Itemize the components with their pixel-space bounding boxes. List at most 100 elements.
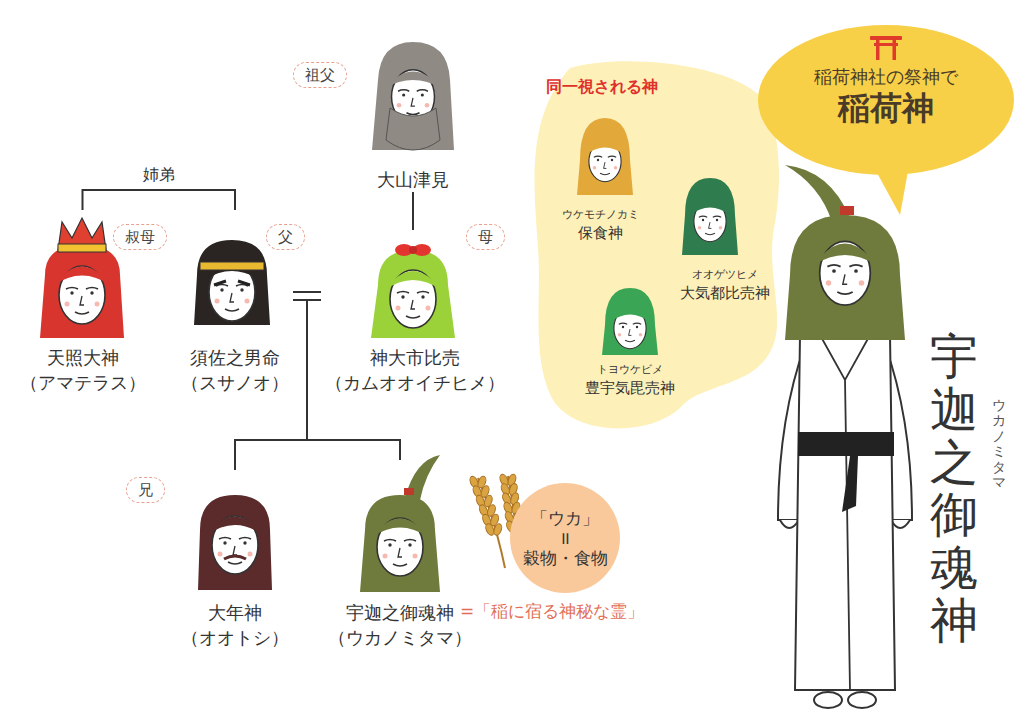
deity-figure: 須佐之男命（スサノオ） xyxy=(177,210,293,395)
amaterasu-figure-part xyxy=(54,267,110,286)
ukanomitama-small-figure xyxy=(360,455,440,592)
node-text: （アマテラス） xyxy=(20,371,146,395)
node-text: オオゲツヒメ xyxy=(692,268,758,283)
node-text: トヨウケビメ xyxy=(597,363,663,378)
family-line xyxy=(412,192,414,230)
node-text: 稲荷神 xyxy=(838,89,934,127)
node-text: 同一視される神 xyxy=(546,76,658,98)
grain xyxy=(492,523,503,537)
deity-figure: 天照大神（アマテラス） xyxy=(16,210,150,395)
vertical-title: ウカノミタマ xyxy=(992,398,1006,490)
node-text: 祖父 xyxy=(305,65,335,85)
torii-post xyxy=(876,39,880,60)
node-text: 母 xyxy=(478,227,493,247)
ukanomitama-large-figure-part xyxy=(798,432,894,456)
relation-tag: 叔母 xyxy=(113,224,167,250)
ootoshi-figure-part xyxy=(207,517,263,536)
amaterasu-figure-part xyxy=(58,244,106,252)
susanoo-figure-part xyxy=(194,240,270,325)
node-text: 神大市比売 xyxy=(370,346,460,370)
ukanomitama-large-figure-part xyxy=(814,692,842,708)
torii-beam xyxy=(870,36,902,40)
node-text: 保食神 xyxy=(578,223,623,243)
ukanomitama-small-figure-part xyxy=(372,519,428,538)
toyoukebime-figure-part xyxy=(602,288,658,355)
ooyamatsumi-figure-part xyxy=(372,42,454,150)
family-line xyxy=(83,190,236,210)
ukanomitama-large-figure-part xyxy=(795,335,895,690)
identified-gods-region: 同一視される神ウケモチノカミ保食神オオゲツヒメ大気都比売神トヨウケビメ豊宇気毘売… xyxy=(530,58,790,428)
node-text: 兄 xyxy=(138,480,153,500)
node-text: 天照大神 xyxy=(47,346,119,370)
ooyamatsumi-figure-part xyxy=(386,108,440,150)
grain xyxy=(511,501,522,515)
ukanomitama-large-figure-part xyxy=(814,244,876,266)
deity-figure: 大年神（オオトシ） xyxy=(177,470,293,650)
node-text: 叔母 xyxy=(125,227,155,247)
node-text: 豊宇気毘売神 xyxy=(585,378,675,398)
amaterasu-figure-part xyxy=(40,245,124,338)
ukanomitama-large-figure-part xyxy=(820,335,870,690)
ukanomitama-large-figure-part xyxy=(848,692,876,708)
node-text: 稲荷神社の祭神で xyxy=(814,65,958,89)
node-text: 須佐之男命 xyxy=(190,346,280,370)
ukanomitama-small-figure-part xyxy=(360,495,440,592)
ukanomitama-large-figure-part xyxy=(785,215,905,340)
oogetsuhime-figure-part xyxy=(682,178,738,255)
node-text: = xyxy=(557,531,574,545)
ukanomitama-large-figure-part xyxy=(842,456,858,512)
node-text: （オオトシ） xyxy=(181,626,289,650)
susanoo-figure-part xyxy=(200,262,264,270)
ukanomitama-large-figure xyxy=(778,165,912,708)
oogetsuhime-figure-part xyxy=(690,200,730,216)
region-fill xyxy=(534,61,779,428)
node-text: 大山津見 xyxy=(377,168,449,192)
toyoukebime-figure xyxy=(602,288,658,355)
oogetsuhime-figure xyxy=(682,178,738,255)
ukemochi-figure-part xyxy=(585,140,625,156)
relation-tag: 兄 xyxy=(126,477,165,503)
ootoshi-figure-part xyxy=(198,495,272,590)
ootoshi-figure-part xyxy=(224,556,246,559)
relation-tag: 祖父 xyxy=(293,62,347,88)
relation-tag: 父 xyxy=(266,224,305,250)
susanoo-figure xyxy=(194,240,270,325)
ukanomitama-small-figure-part xyxy=(405,455,440,500)
toyoukebime-figure-part xyxy=(610,307,650,323)
ukemochi-figure-part xyxy=(577,118,633,195)
relation-tag: 母 xyxy=(466,224,505,250)
ooyamatsumi-figure xyxy=(372,42,454,150)
rice-ears xyxy=(468,473,524,568)
edge-label: 姉弟 xyxy=(140,165,178,186)
bubble-fill xyxy=(758,25,1014,175)
grain xyxy=(505,520,516,534)
susanoo-figure-part xyxy=(214,281,250,285)
node-text: （ウカノミタマ） xyxy=(328,626,472,650)
family-line xyxy=(293,292,321,300)
node-text: 宇迦之御魂神 xyxy=(346,601,454,625)
amaterasu-figure xyxy=(40,218,124,338)
deity-figure: 大山津見 xyxy=(360,40,466,192)
kamuooichihime-figure xyxy=(371,244,455,338)
node-text: 「ウカ」 xyxy=(531,507,599,529)
ukemochi-figure xyxy=(577,118,633,195)
ukanomitama-small-figure-part xyxy=(404,488,414,495)
torii-icon xyxy=(870,36,902,60)
rice-ears-part xyxy=(478,476,520,568)
deity-figure: 神大市比売（カムオオイチヒメ） xyxy=(321,230,509,395)
kamuooichihime-figure-part xyxy=(409,246,417,254)
node-text: 父 xyxy=(278,227,293,247)
deity-figure: 宇迦之御魂神（ウカノミタマ） xyxy=(324,460,476,650)
meaning-note: =「稲に宿る神秘な霊」 xyxy=(460,600,644,623)
kamuooichihime-figure-part xyxy=(385,271,441,290)
vertical-title: 宇迦之御魂神 xyxy=(930,330,978,647)
grain xyxy=(512,510,523,524)
meaning-circle: 「ウカ」=穀物・食物 xyxy=(510,483,620,593)
ukanomitama-large-figure-part xyxy=(840,206,854,215)
node-text: 大年神 xyxy=(208,601,262,625)
ootoshi-figure xyxy=(198,495,272,590)
node-text: （スサノオ） xyxy=(181,371,289,395)
speech-bubble: 稲荷神社の祭神で稲荷神 xyxy=(758,25,1014,175)
kamuooichihime-figure-part xyxy=(371,250,455,338)
